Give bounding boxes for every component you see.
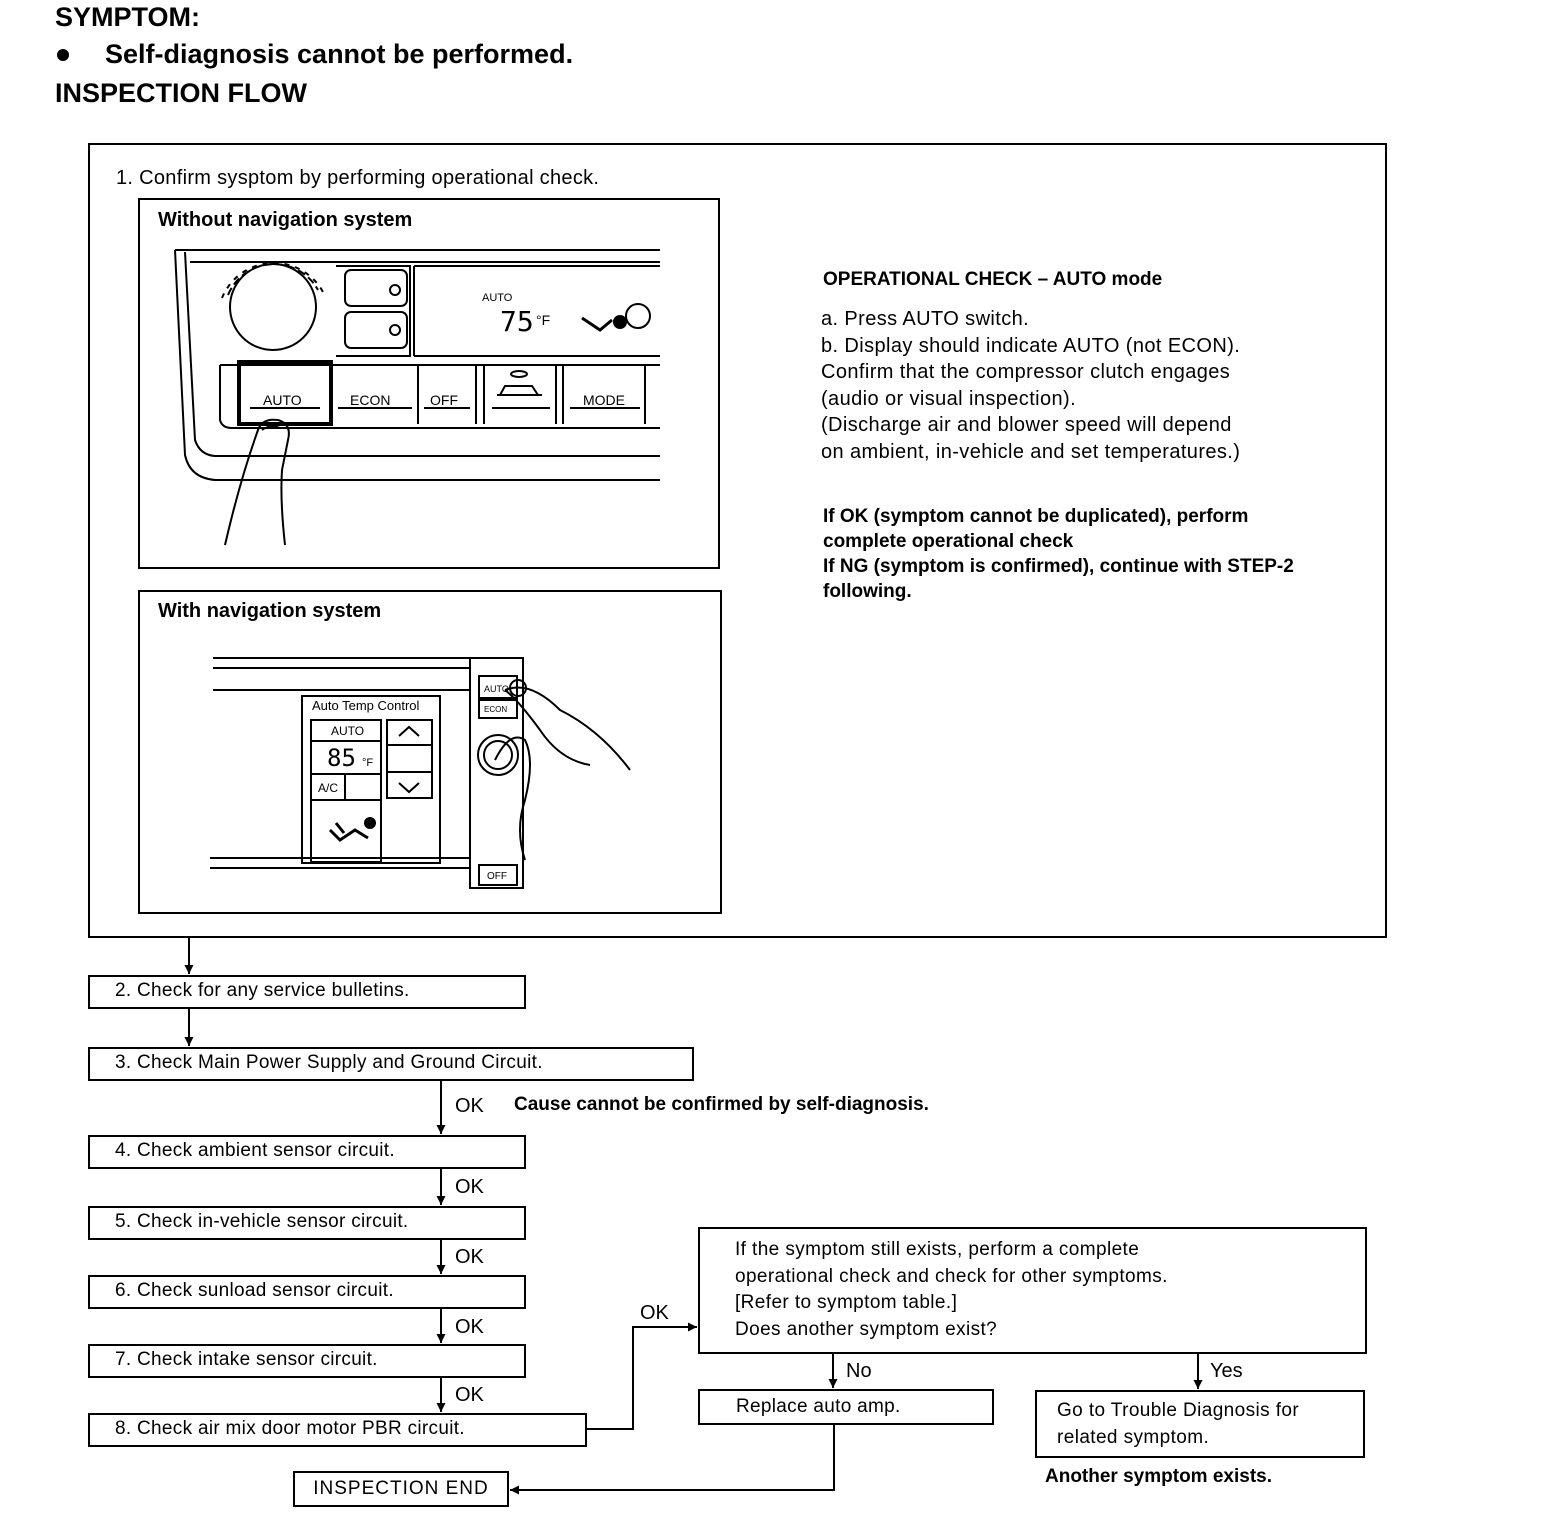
display-auto-label: AUTO bbox=[482, 292, 513, 304]
note-line: If OK (symptom cannot be duplicated), pe… bbox=[823, 506, 1249, 527]
opcheck-line: a. Press AUTO switch. bbox=[821, 308, 1030, 330]
question-line: [Refer to symptom table.] bbox=[735, 1292, 958, 1313]
off-button-label: OFF bbox=[430, 392, 458, 408]
display-unit: °F bbox=[536, 312, 550, 328]
ok-label-4: OK bbox=[455, 1176, 484, 1198]
nav-display-temp: 85 bbox=[327, 744, 356, 772]
opcheck-line: (Discharge air and blower speed will dep… bbox=[821, 414, 1232, 436]
nav-auto-button: AUTO bbox=[484, 684, 509, 694]
opcheck-line: b. Display should indicate AUTO (not ECO… bbox=[821, 334, 1241, 357]
another-symptom-note: Another symptom exists. bbox=[1045, 1466, 1272, 1487]
nav-econ-button: ECON bbox=[484, 705, 507, 714]
question-text: If the symptom still exists, perform a c… bbox=[735, 1237, 1168, 1343]
step4-box: 4. Check ambient sensor circuit. bbox=[88, 1135, 526, 1169]
question-line: Does another symptom exist? bbox=[735, 1318, 998, 1340]
step8-box: 8. Check air mix door motor PBR circuit. bbox=[88, 1413, 587, 1447]
note-line: complete operational check bbox=[823, 531, 1074, 552]
nav-off-button: OFF bbox=[487, 871, 507, 882]
opcheck-title: OPERATIONAL CHECK – AUTO mode bbox=[823, 269, 1163, 290]
step3-box: 3. Check Main Power Supply and Ground Ci… bbox=[88, 1047, 694, 1081]
nav-display-unit: °F bbox=[362, 757, 373, 769]
note-line: If NG (symptom is confirmed), continue w… bbox=[823, 556, 1294, 577]
step6-box: 6. Check sunload sensor circuit. bbox=[88, 1275, 526, 1309]
panel-with-nav bbox=[138, 590, 722, 914]
display-temp: 75 bbox=[500, 305, 534, 338]
panel-with-nav-title: With navigation system bbox=[158, 600, 382, 622]
inspection-end-box: INSPECTION END bbox=[293, 1471, 509, 1507]
opcheck-line: on ambient, in-vehicle and set temperatu… bbox=[821, 440, 1241, 463]
opcheck-line: (audio or visual inspection). bbox=[821, 387, 1077, 410]
opcheck-line: Confirm that the compressor clutch engag… bbox=[821, 361, 1231, 383]
question-box bbox=[698, 1227, 1367, 1354]
panel-without-nav-title: Without navigation system bbox=[158, 209, 413, 231]
screen-title: Auto Temp Control bbox=[312, 698, 420, 713]
note-line: following. bbox=[823, 581, 912, 602]
trouble-line: Go to Trouble Diagnosis for bbox=[1057, 1400, 1300, 1421]
symptom-text: Self-diagnosis cannot be performed. bbox=[105, 39, 574, 69]
question-line: If the symptom still exists, perform a c… bbox=[735, 1239, 1140, 1260]
ok-label-5: OK bbox=[455, 1246, 484, 1268]
step7-box: 7. Check intake sensor circuit. bbox=[88, 1344, 526, 1378]
trouble-diagnosis-text: Go to Trouble Diagnosis for related symp… bbox=[1057, 1398, 1299, 1451]
question-line: operational check and check for other sy… bbox=[735, 1265, 1168, 1287]
bullet-icon bbox=[57, 49, 69, 61]
arrow-to-end bbox=[510, 1425, 835, 1495]
ok-ng-notes: If OK (symptom cannot be duplicated), pe… bbox=[823, 504, 1294, 604]
arrow-8-question bbox=[587, 1322, 697, 1430]
econ-button-label: ECON bbox=[350, 392, 390, 408]
replace-amp-box: Replace auto amp. bbox=[698, 1389, 994, 1425]
mode-button-label: MODE bbox=[583, 392, 625, 408]
auto-button-label: AUTO bbox=[263, 392, 302, 408]
step5-box: 5. Check in-vehicle sensor circuit. bbox=[88, 1206, 526, 1240]
nav-display-auto: AUTO bbox=[331, 724, 364, 738]
ac-label: A/C bbox=[318, 781, 338, 795]
step2-box: 2. Check for any service bulletins. bbox=[88, 975, 526, 1009]
inspection-flow-title: INSPECTION FLOW bbox=[55, 78, 307, 108]
ok-label-6: OK bbox=[455, 1316, 484, 1338]
symptom-heading: SYMPTOM: bbox=[55, 2, 201, 32]
step1-label: 1. Confirm sysptom by performing operati… bbox=[116, 167, 600, 189]
ok-label-3: OK bbox=[455, 1095, 484, 1117]
ok-label-8: OK bbox=[640, 1302, 669, 1324]
yes-label: Yes bbox=[1210, 1360, 1243, 1382]
trouble-line: related symptom. bbox=[1057, 1426, 1210, 1448]
ok-label-7: OK bbox=[455, 1384, 484, 1406]
trouble-diagnosis-box bbox=[1035, 1390, 1365, 1458]
no-label: No bbox=[846, 1360, 872, 1382]
opcheck-lines: a. Press AUTO switch. b. Display should … bbox=[821, 306, 1240, 465]
cause-note: Cause cannot be confirmed by self-diagno… bbox=[514, 1094, 929, 1115]
